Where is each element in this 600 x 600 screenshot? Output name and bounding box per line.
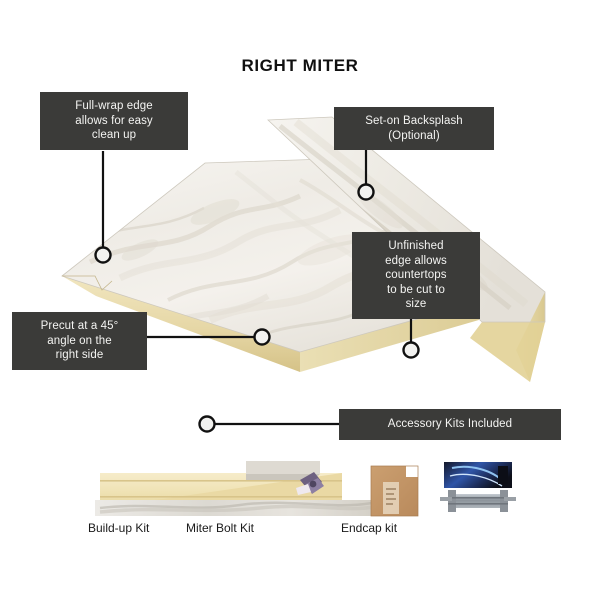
marker-full-wrap-edge [94,246,112,264]
marker-precut-45-angle [253,328,271,346]
miter-bolt-kit-art [246,461,324,495]
kit-label-endcap-kit: Endcap kit [341,521,398,535]
backsplash-bottom-core [470,322,545,382]
marker-accessory-kits [198,415,216,433]
build-up-kit-art [95,473,375,516]
page-title: RIGHT MITER [241,56,359,75]
marker-set-on-backsplash [357,183,375,201]
miter-notch [62,275,113,291]
kit-label-build-up-kit: Build-up Kit [88,521,150,535]
marker-unfinished-edge [402,341,420,359]
callout-accessory-kits-included: Accessory Kits Included [339,409,561,440]
bolt-assembly-art [440,490,516,512]
accessory-kits-row [95,461,516,517]
callout-set-on-backsplash: Set-on Backsplash (Optional) [334,107,494,150]
countertop-core-edge [62,276,300,372]
endcap-kit-art [370,465,419,517]
callout-unfinished-edge: Unfinished edge allows countertops to be… [352,232,480,319]
callout-markers [94,183,420,433]
callout-precut-45-angle: Precut at a 45° angle on the right side [12,312,147,370]
hardware-package-art [444,462,512,488]
miter-bolt-hardware [296,472,324,495]
kit-label-miter-bolt-kit: Miter Bolt Kit [186,521,255,535]
callout-full-wrap-edge: Full-wrap edge allows for easy clean up [40,92,188,150]
